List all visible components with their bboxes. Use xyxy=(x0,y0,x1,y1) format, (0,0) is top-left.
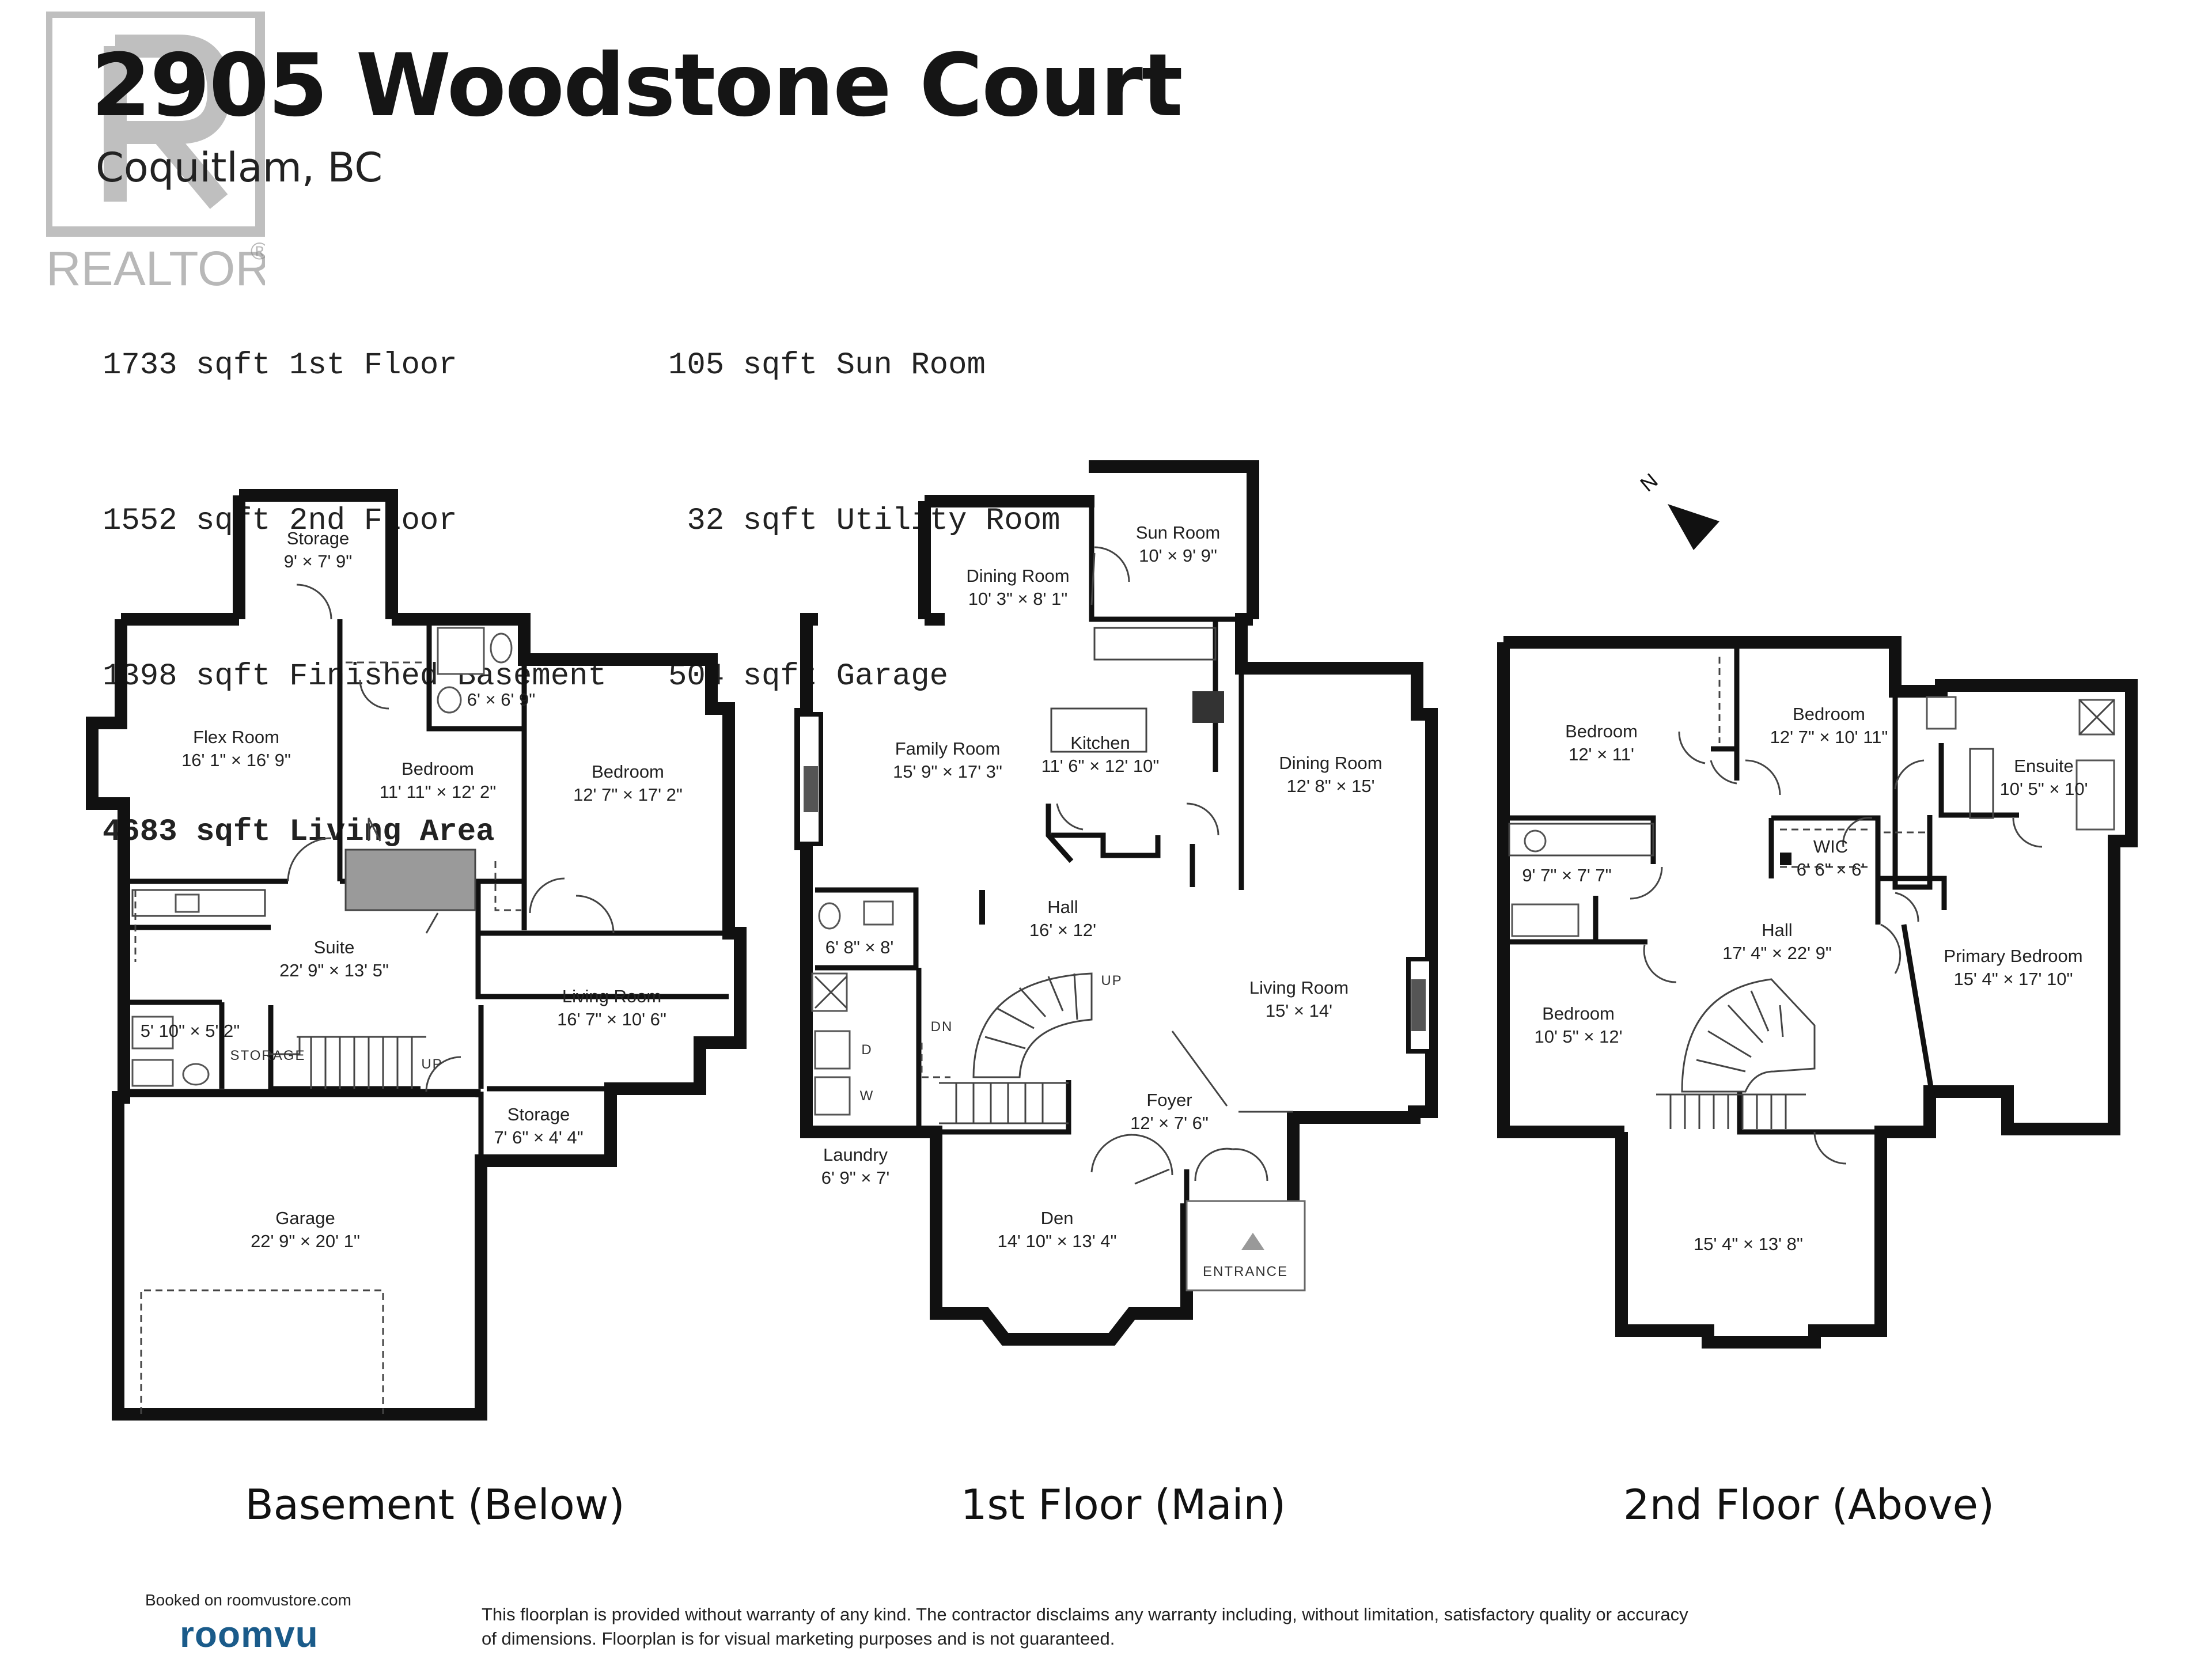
room-name: Storage xyxy=(287,528,350,548)
room-dims: 7' 6" × 4' 4" xyxy=(494,1127,583,1147)
washer-tag: W xyxy=(860,1088,874,1104)
main-floor-labels: Sun Room 10' × 9' 9" Dining Room 10' 3" … xyxy=(821,522,1382,1279)
room-name: Ensuite xyxy=(2014,756,2073,776)
stair-up-tag: UP xyxy=(1101,973,1122,988)
roomvu-logo: roomvu xyxy=(180,1613,319,1655)
room-dims: 12' × 11' xyxy=(1569,744,1634,764)
realtor-logo: REALTOR ® xyxy=(46,12,265,296)
booked-on-text: Booked on roomvustore.com xyxy=(145,1591,351,1609)
area-row: 1733 sqft 1st Floor xyxy=(103,348,457,383)
room-name: Bedroom xyxy=(592,762,664,782)
room-dims: 17' 4" × 22' 9" xyxy=(1722,943,1832,963)
room-name: Primary Bedroom xyxy=(1944,946,2082,966)
floor-label-main: 1st Floor (Main) xyxy=(960,1480,1286,1529)
room-name: Living Room xyxy=(562,986,661,1006)
room-dims: 15' 4" × 13' 8" xyxy=(1694,1234,1803,1254)
room-name: Bedroom xyxy=(1542,1003,1615,1024)
room-name: Hall xyxy=(1762,920,1792,940)
room-dims: 11' 11" × 12' 2" xyxy=(380,782,496,802)
room-dims: 10' 3" × 8' 1" xyxy=(968,589,1068,609)
room-name: Bedroom xyxy=(1565,721,1638,741)
disclaimer-text: This floorplan is provided without warra… xyxy=(482,1604,1688,1649)
room-dims: 12' 7" × 10' 11" xyxy=(1770,727,1888,747)
room-name: Laundry xyxy=(823,1145,888,1165)
room-dims: 14' 10" × 13' 4" xyxy=(997,1231,1116,1251)
room-dims: 6' 8" × 8' xyxy=(825,937,894,957)
room-name: Sun Room xyxy=(1136,522,1220,543)
room-dims: 9' 7" × 7' 7" xyxy=(1522,865,1611,885)
room-dims: 12' × 7' 6" xyxy=(1130,1113,1209,1133)
room-name: Family Room xyxy=(895,738,1001,759)
room-dims: 10' × 9' 9" xyxy=(1139,546,1217,566)
registered-mark: ® xyxy=(251,237,265,264)
room-name: Bedroom xyxy=(1793,704,1865,724)
room-name: WIC xyxy=(1813,836,1848,857)
room-dims: 5' 10" × 5' 2" xyxy=(141,1021,240,1041)
room-name: Kitchen xyxy=(1070,733,1130,753)
room-dims: 15' × 14' xyxy=(1266,1001,1332,1021)
room-name: Dining Room xyxy=(1279,753,1382,773)
floor-label-basement: Basement (Below) xyxy=(245,1480,625,1529)
room-name: Hall xyxy=(1047,897,1078,917)
room-dims: 22' 9" × 13' 5" xyxy=(279,960,389,980)
stair-up-tag: UP xyxy=(421,1056,442,1072)
room-name: Bedroom xyxy=(402,759,474,779)
north-label: N xyxy=(1635,468,1662,496)
room-name: Flex Room xyxy=(193,727,279,747)
room-name: Suite xyxy=(314,937,355,957)
room-dims: 10' 5" × 10' xyxy=(2000,779,2088,799)
room-dims: 10' 5" × 12' xyxy=(1535,1027,1623,1047)
main-floor-plan xyxy=(794,460,1438,1346)
room-dims: 12' 7" × 17' 2" xyxy=(573,785,683,805)
storage-tag: STORAGE xyxy=(230,1048,306,1063)
stair-down-tag: DN xyxy=(931,1019,953,1035)
room-dims: 12' 8" × 15' xyxy=(1287,776,1375,796)
area-row: 32 sqft Utility Room xyxy=(668,503,1060,539)
area-row-total: 4683 sqft Living Area xyxy=(103,815,495,850)
room-dims: 16' 1" × 16' 9" xyxy=(181,750,291,770)
upper-floor-labels: Bedroom 12' × 11' Bedroom 12' 7" × 10' 1… xyxy=(1522,704,2088,1254)
room-dims: 6' × 6' 9" xyxy=(467,690,536,710)
property-city: Coquitlam, BC xyxy=(96,144,383,191)
room-dims: 15' 4" × 17' 10" xyxy=(1953,969,2073,989)
area-row: 105 sqft Sun Room xyxy=(668,348,986,383)
room-dims: 15' 9" × 17' 3" xyxy=(893,762,1002,782)
room-dims: 6' 6" × 6' xyxy=(1797,859,1865,880)
room-name: Foyer xyxy=(1146,1090,1192,1110)
room-name: Dining Room xyxy=(966,566,1069,586)
room-name: Den xyxy=(1041,1208,1074,1228)
room-name: Living Room xyxy=(1249,978,1349,998)
entrance-tag: ENTRANCE xyxy=(1203,1264,1288,1279)
property-address: 2905 Woodstone Court xyxy=(91,36,1183,136)
floor-label-upper: 2nd Floor (Above) xyxy=(1623,1480,1995,1529)
room-dims: 9' × 7' 9" xyxy=(284,551,353,571)
room-dims: 22' 9" × 20' 1" xyxy=(251,1231,360,1251)
area-summary-right: 105 sqft Sun Room 32 sqft Utility Room 5… xyxy=(668,236,1060,806)
room-dims: 16' × 12' xyxy=(1029,920,1096,940)
room-name: Storage xyxy=(507,1104,570,1124)
room-dims: 6' 9" × 7' xyxy=(821,1168,890,1188)
basement-plan xyxy=(86,489,747,1421)
upper-floor-plan xyxy=(1497,636,2138,1349)
basement-labels: Storage 9' × 7' 9" Flex Room 16' 1" × 16… xyxy=(141,528,683,1251)
room-dims: 16' 7" × 10' 6" xyxy=(557,1009,666,1029)
room-dims: 11' 6" × 12' 10" xyxy=(1041,756,1160,776)
realtor-wordmark: REALTOR xyxy=(46,241,265,296)
dryer-tag: D xyxy=(861,1042,872,1058)
room-name: Garage xyxy=(275,1208,335,1228)
north-arrow-icon: N xyxy=(1635,468,1719,550)
